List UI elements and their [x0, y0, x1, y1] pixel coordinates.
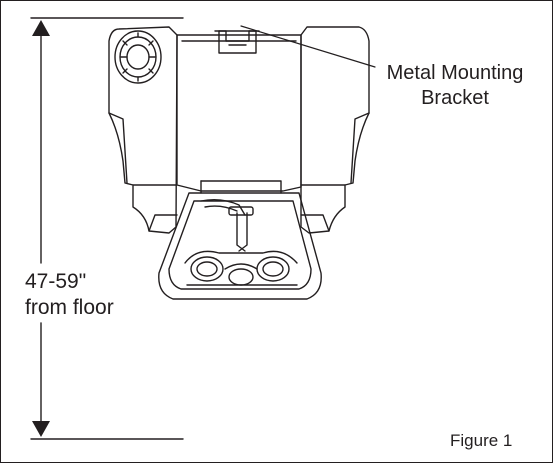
figure-caption: Figure 1 — [450, 431, 513, 450]
right-column — [300, 26, 370, 234]
arrow-head-up-icon — [32, 20, 50, 36]
callout-line-2: Bracket — [421, 87, 489, 109]
backplate — [176, 34, 302, 192]
push-buttons — [184, 250, 298, 286]
height-reference: from floor — [25, 296, 114, 320]
basin-outer — [158, 192, 322, 300]
left-push-button-icon — [190, 256, 224, 282]
height-label: 47-59" from floor — [25, 269, 114, 322]
left-column — [108, 26, 178, 234]
fountain-drawing — [108, 25, 376, 300]
height-value: 47-59" — [25, 270, 87, 293]
mounting-bracket-callout: Metal Mounting Bracket — [362, 61, 548, 111]
basin-inner — [168, 200, 312, 290]
height-dimension-arrow — [30, 17, 184, 440]
callout-line-1: Metal Mounting — [386, 62, 524, 84]
drain-icon — [228, 268, 254, 286]
callout-leader-line — [240, 25, 376, 68]
filler-cap-icon — [114, 30, 162, 84]
arrow-head-down-icon — [32, 421, 50, 437]
bubbler-icon — [200, 198, 254, 252]
right-push-button-icon — [256, 256, 290, 282]
